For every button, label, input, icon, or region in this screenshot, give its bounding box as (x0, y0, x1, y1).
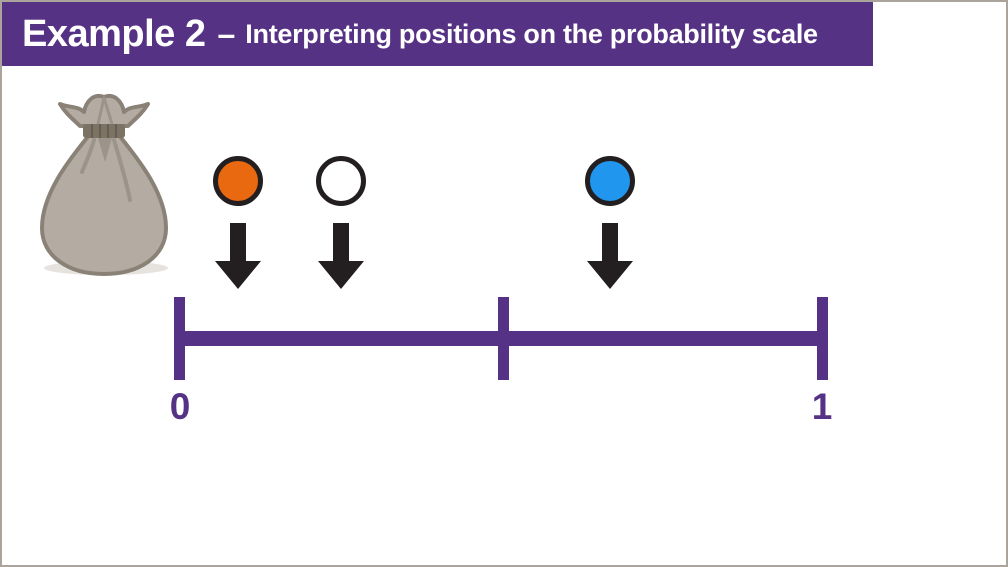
down-arrow-icon (587, 223, 634, 289)
bag-icon (40, 94, 168, 276)
scale-tick-half (498, 297, 509, 380)
bag-crease-left (80, 138, 96, 174)
header-title-separator: – (217, 15, 236, 52)
bag-tie-band-detail (91, 124, 117, 138)
scale-label-zero: 0 (169, 386, 191, 427)
bag-knot-crease-left (96, 96, 106, 126)
header-banner: Example 2 – Interpreting positions on th… (2, 2, 873, 66)
white-counter-icon (315, 156, 366, 206)
orange-counter-marker (212, 156, 263, 289)
bag-body (40, 132, 168, 276)
down-arrow-icon (214, 223, 261, 289)
bag-crease-right (112, 138, 132, 202)
header-title-main: Example 2 (22, 12, 206, 55)
down-arrow-icon (317, 223, 364, 289)
scale-label-one: 1 (811, 386, 833, 427)
blue-counter-marker (585, 156, 636, 289)
orange-counter-icon (212, 156, 263, 206)
bag-tie-band (83, 124, 125, 138)
bag-fold-shade (98, 138, 112, 162)
scale-tick-1 (817, 297, 828, 380)
white-counter-marker (315, 156, 366, 289)
header-title-sub: Interpreting positions on the probabilit… (245, 18, 818, 49)
bag-knot-crease-right (102, 96, 114, 126)
blue-counter-icon (585, 156, 636, 206)
scale-tick-0 (174, 297, 185, 380)
